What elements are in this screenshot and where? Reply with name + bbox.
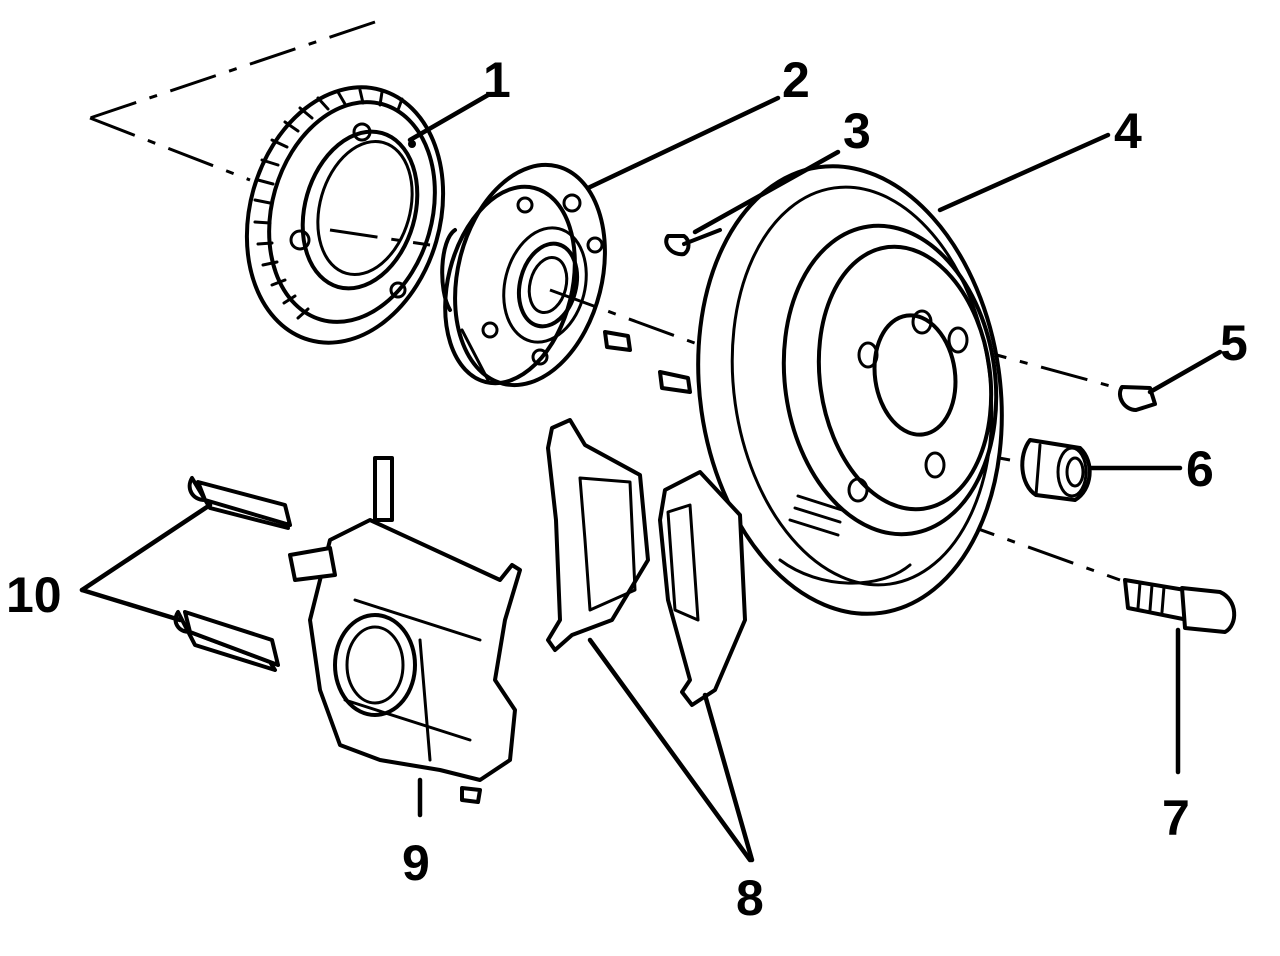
part-7-guide-bolt [1123,578,1237,634]
leader-lines [79,92,1223,863]
part-3-retaining-screw [664,228,722,257]
part-4-brake-rotor [696,164,1004,616]
callout-6: 6 [1186,441,1214,497]
part-8-brake-pads [546,418,747,707]
callout-labels: 1 2 3 4 5 6 7 8 9 10 [6,52,1248,926]
callout-10: 10 [6,567,62,623]
callout-3: 3 [843,103,871,159]
part-5-rotor-screw [1117,385,1157,412]
callout-5: 5 [1220,315,1248,371]
part-2-hub-bearing [440,162,607,388]
part-10-caliper-bolts [173,476,292,672]
part-6-hub-nut [1020,438,1092,502]
callout-2: 2 [782,52,810,108]
hub-studs [603,330,692,394]
callout-4: 4 [1114,103,1142,159]
callout-9: 9 [402,835,430,891]
callout-1: 1 [483,52,511,108]
callout-7: 7 [1162,790,1190,846]
callout-8: 8 [736,870,764,926]
part-1-tone-ring [244,85,446,345]
part-9-brake-caliper [288,456,522,804]
